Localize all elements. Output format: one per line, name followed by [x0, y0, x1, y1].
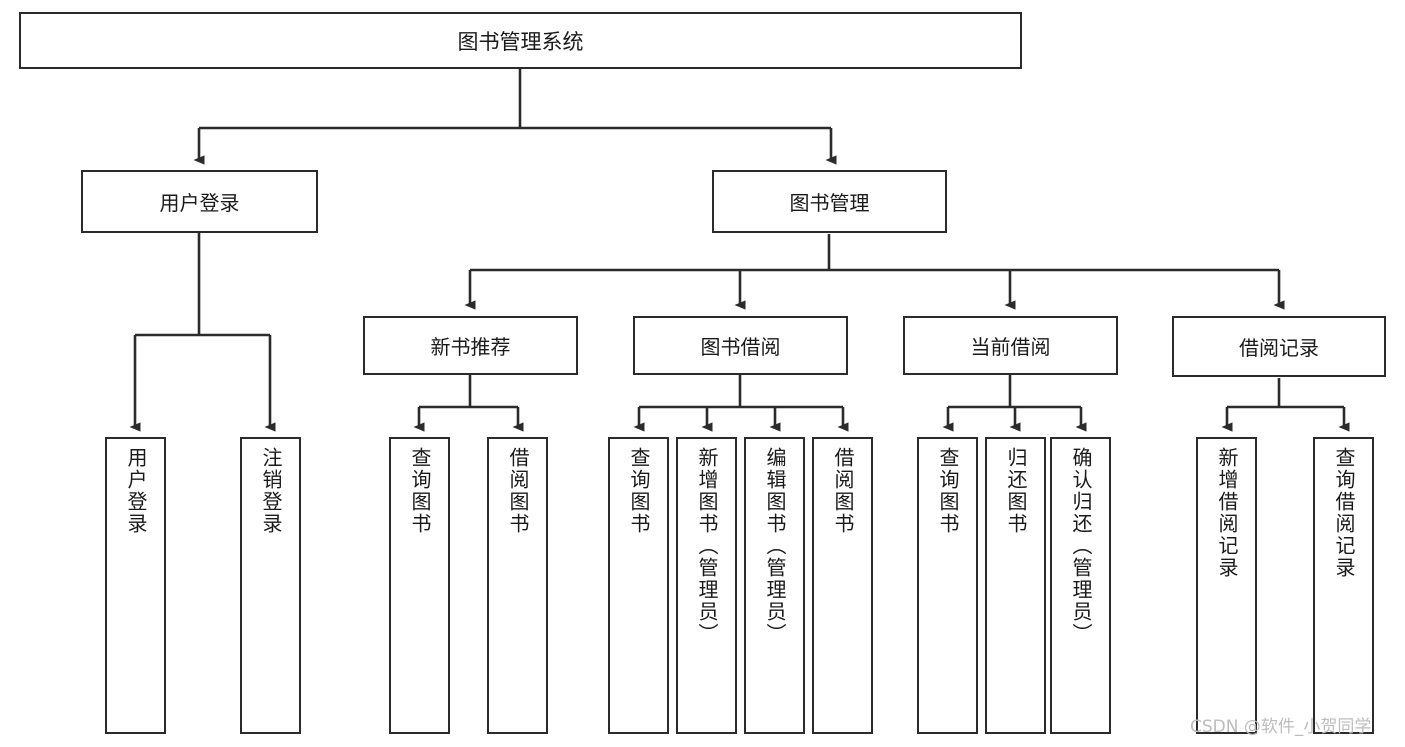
leaf-logout-label: 注销登录: [259, 447, 283, 535]
leaf-borrow-book-1-label: 借阅图书: [506, 447, 530, 535]
leaf-borrow-book-2-label: 借阅图书: [831, 447, 855, 535]
node-new-book-recommend[interactable]: 新书推荐: [363, 316, 578, 375]
leaf-edit-book[interactable]: 编辑图书（管理员）: [744, 437, 805, 734]
node-root[interactable]: 图书管理系统: [19, 12, 1022, 69]
leaf-confirm-return-label: 确认归还（管理员）: [1069, 447, 1093, 645]
node-borrow-record[interactable]: 借阅记录: [1172, 316, 1386, 377]
leaf-user-login[interactable]: 用户登录: [105, 437, 166, 734]
leaf-logout[interactable]: 注销登录: [240, 437, 301, 734]
leaf-add-borrow-record[interactable]: 新增借阅记录: [1196, 437, 1257, 734]
node-current-borrow-label: 当前借阅: [970, 335, 1051, 359]
leaf-add-book-label: 新增图书（管理员）: [695, 447, 719, 645]
leaf-query-book-3[interactable]: 查询图书: [917, 437, 978, 734]
leaf-return-book-label: 归还图书: [1004, 447, 1028, 535]
node-book-manage-label: 图书管理: [789, 191, 870, 215]
node-borrow-record-label: 借阅记录: [1239, 336, 1319, 360]
leaf-edit-book-label: 编辑图书（管理员）: [763, 447, 787, 645]
watermark-text: CSDN @软件_小贺同学: [1190, 717, 1372, 737]
leaf-add-book[interactable]: 新增图书（管理员）: [676, 437, 737, 734]
leaf-borrow-book-1[interactable]: 借阅图书: [487, 437, 548, 734]
leaf-query-borrow-record-label: 查询借阅记录: [1332, 447, 1356, 579]
leaf-query-book-2-label: 查询图书: [627, 447, 651, 535]
node-book-borrow[interactable]: 图书借阅: [633, 316, 848, 375]
leaf-query-borrow-record[interactable]: 查询借阅记录: [1313, 437, 1374, 734]
node-new-book-recommend-label: 新书推荐: [430, 335, 511, 359]
leaf-return-book[interactable]: 归还图书: [985, 437, 1046, 734]
leaf-user-login-label: 用户登录: [124, 447, 148, 535]
leaf-query-book-1-label: 查询图书: [408, 447, 432, 535]
node-book-manage[interactable]: 图书管理: [712, 170, 947, 233]
node-user-login-label: 用户登录: [159, 191, 240, 215]
leaf-borrow-book-2[interactable]: 借阅图书: [812, 437, 873, 734]
node-current-borrow[interactable]: 当前借阅: [903, 316, 1118, 375]
node-book-borrow-label: 图书借阅: [700, 335, 781, 359]
leaf-query-book-3-label: 查询图书: [936, 447, 960, 535]
leaf-add-borrow-record-label: 新增借阅记录: [1215, 447, 1239, 579]
node-root-label: 图书管理系统: [457, 29, 584, 54]
leaf-query-book-2[interactable]: 查询图书: [608, 437, 669, 734]
leaf-query-book-1[interactable]: 查询图书: [389, 437, 450, 734]
leaf-confirm-return[interactable]: 确认归还（管理员）: [1050, 437, 1111, 734]
node-user-login[interactable]: 用户登录: [81, 170, 318, 233]
